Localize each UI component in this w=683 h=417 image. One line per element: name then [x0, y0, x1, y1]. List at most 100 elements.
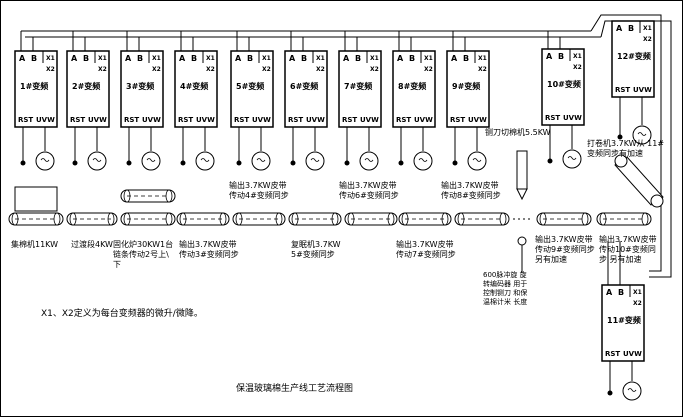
encoder-wheel: [517, 236, 527, 246]
terminal-x1: X1: [98, 55, 107, 62]
label-out10: 输出3.7KW皮带 传动10#变频同步 另有加速: [599, 235, 657, 264]
inverter-box: [338, 50, 382, 128]
terminal-b: B: [191, 54, 197, 63]
terminal-x2: X2: [98, 66, 107, 73]
label-out9: 输出3.7KW皮带 传动9#变频同步 另有加速: [535, 235, 595, 264]
motor-symbol: [256, 158, 266, 162]
terminal-x1: X1: [152, 55, 161, 62]
roller-left: [123, 189, 131, 203]
terminal-uvw: UVW: [468, 116, 487, 124]
motor-circle: [35, 151, 55, 171]
terminal-b: B: [628, 24, 634, 33]
motor-circle: [622, 381, 642, 401]
terminal-x1: X1: [206, 55, 215, 62]
terminal-uvw: UVW: [360, 116, 379, 124]
label-transition: 过渡段4KW: [71, 240, 113, 249]
terminal-x2: X2: [206, 66, 215, 73]
belt-body: [398, 212, 452, 226]
belt-segment: [8, 212, 64, 226]
roller-left: [457, 212, 465, 226]
label-winder: 打卷机3.7KW从 11#变频同步有加速: [587, 139, 665, 158]
terminal-uvw: UVW: [88, 116, 107, 124]
motor-icon: [141, 151, 161, 171]
terminal-x2: X2: [262, 66, 271, 73]
terminal-b: B: [301, 54, 307, 63]
inverter-name: 12#变频: [617, 51, 651, 61]
roller-left: [291, 212, 299, 226]
label-encoder: 600脉冲旋 旋转编码器 用于控制铡刀 和保温棉计米 长度: [483, 271, 528, 306]
motor-symbol: [472, 158, 482, 162]
belt-segment: [288, 212, 342, 226]
belt-body: [288, 212, 342, 226]
motor-circle: [562, 149, 582, 169]
roller-left: [539, 212, 547, 226]
terminal-a: A: [397, 54, 404, 63]
terminal-x2: X2: [478, 66, 487, 73]
terminal-rst: RST: [450, 116, 465, 124]
motor-symbol: [146, 158, 156, 162]
terminal-uvw: UVW: [414, 116, 433, 124]
belt-body: [344, 212, 398, 226]
motor-symbol: [418, 158, 428, 162]
terminal-b: B: [618, 288, 624, 297]
power-terminal: [607, 390, 613, 396]
belt-segment: [454, 212, 510, 226]
power-terminal: [344, 160, 350, 166]
cutter-knife: [516, 150, 528, 201]
terminal-rst: RST: [70, 116, 85, 124]
inverter-name: 10#变频: [547, 79, 581, 89]
inverter-box: [174, 50, 218, 128]
diagram-title: 保温玻璃棉生产线工艺流程图: [236, 384, 354, 394]
motor-icon: [305, 151, 325, 171]
incline-roller-bottom: [650, 194, 664, 208]
roller-right: [165, 212, 173, 226]
inverter-box: [601, 284, 645, 362]
terminal-b: B: [463, 54, 469, 63]
terminal-rst: RST: [396, 116, 411, 124]
terminal-x1: X1: [262, 55, 271, 62]
motor-circle: [305, 151, 325, 171]
winder-incline: [614, 154, 664, 208]
terminal-x1: X1: [424, 55, 433, 62]
roller-right: [165, 189, 173, 203]
motor-icon: [195, 151, 215, 171]
terminal-a: A: [606, 288, 613, 297]
terminal-b: B: [31, 54, 37, 63]
roller-right: [581, 212, 589, 226]
belt-body: [66, 212, 118, 226]
motor-circle: [632, 125, 652, 145]
power-terminal: [72, 160, 78, 166]
terminal-x2: X2: [316, 66, 325, 73]
motor-symbol: [310, 158, 320, 162]
inverter-name: 7#变频: [344, 81, 372, 91]
motor-symbol: [567, 156, 577, 160]
label-out8: 输出3.7KW皮带 传动8#变频同步: [441, 181, 501, 200]
power-terminal: [126, 160, 132, 166]
roller-left: [11, 212, 19, 226]
power-terminal: [290, 160, 296, 166]
knife-blade: [516, 188, 528, 201]
label-collector: 集棉机11KW: [11, 240, 59, 249]
terminal-rst: RST: [178, 116, 193, 124]
label-cutter: 铡刀切棉机5.5KW: [485, 128, 551, 137]
motor-circle: [251, 151, 271, 171]
terminal-rst: RST: [545, 114, 560, 122]
motor-circle: [359, 151, 379, 171]
roller-right: [219, 212, 227, 226]
terminal-uvw: UVW: [306, 116, 325, 124]
terminal-a: A: [71, 54, 78, 63]
inverter-name: 6#变频: [290, 81, 318, 91]
motor-group: [20, 97, 652, 401]
motor-icon: [87, 151, 107, 171]
terminal-rst: RST: [124, 116, 139, 124]
inverter-box: [230, 50, 274, 128]
belt-body: [176, 212, 230, 226]
inverter-box: [446, 50, 490, 128]
